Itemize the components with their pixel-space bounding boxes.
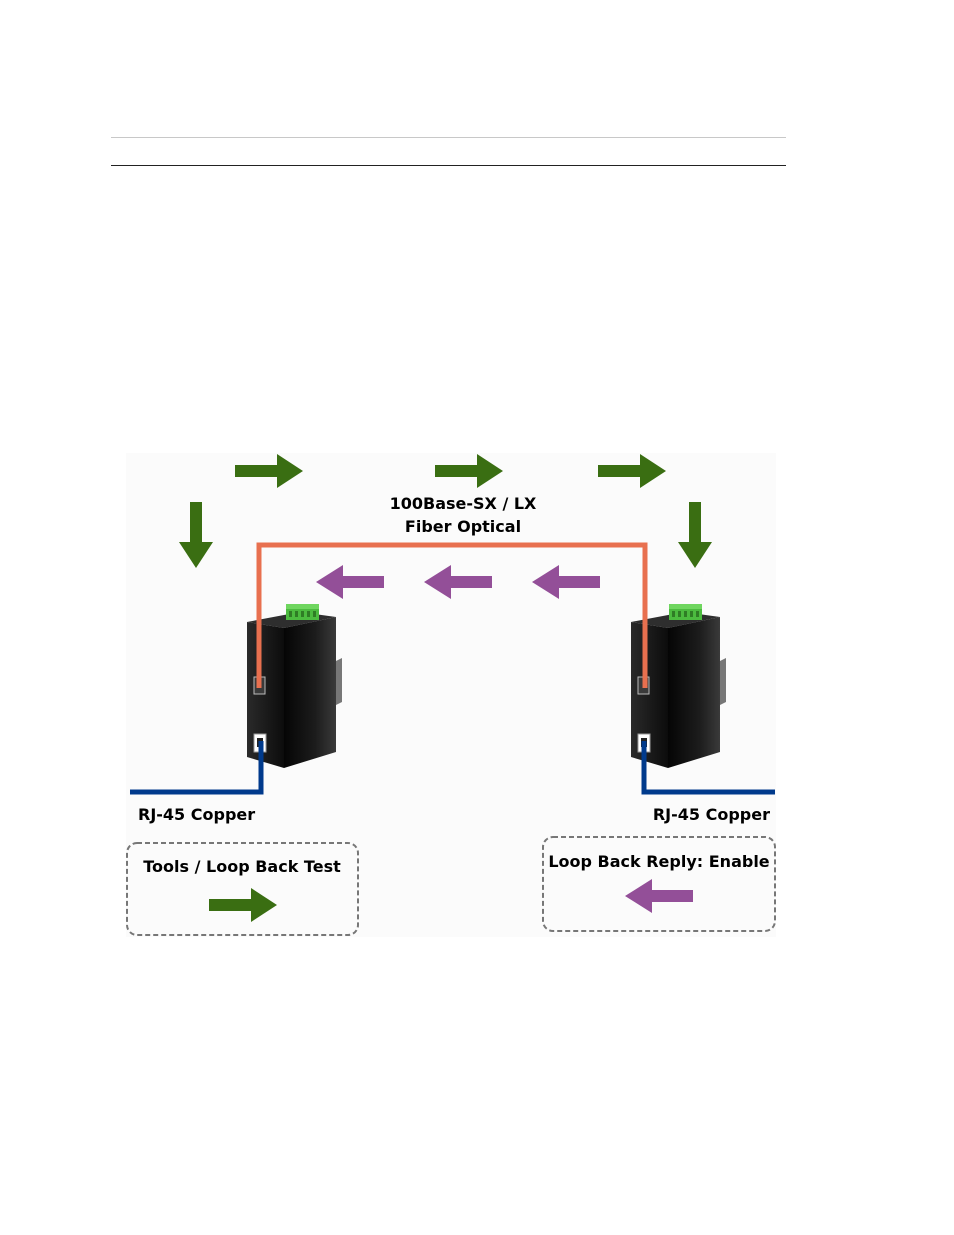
loop-back-reply-label: Loop Back Reply: Enable [548, 852, 769, 871]
fiber-label-line1: 100Base-SX / LX [390, 494, 537, 513]
left-copper-label: RJ-45 Copper [138, 805, 255, 824]
loop-back-test-label: Tools / Loop Back Test [143, 857, 341, 876]
fiber-label-line2: Fiber Optical [405, 517, 521, 536]
right-copper-label: RJ-45 Copper [653, 805, 770, 824]
